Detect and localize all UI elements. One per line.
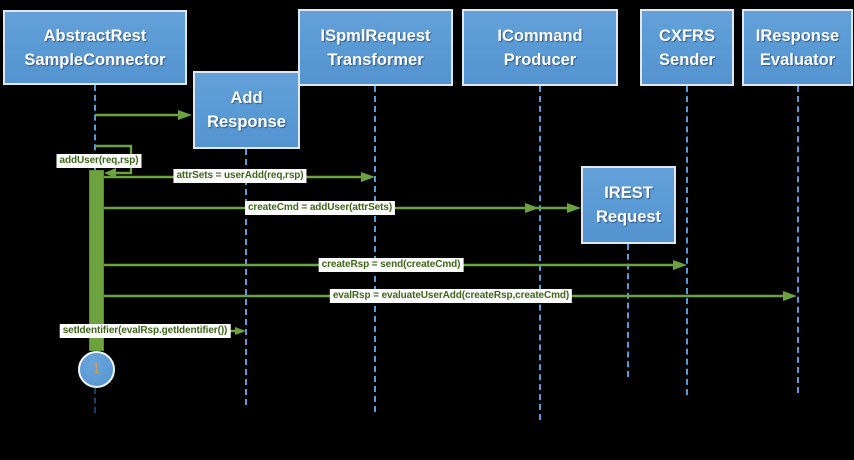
message-label-creatersp-send: createRsp = send(createCmd) — [318, 258, 464, 272]
participant-box-abstract-rest-sample-connector: AbstractRest SampleConnector — [3, 10, 187, 85]
message-label-adduser: addUser(req,rsp) — [56, 154, 142, 168]
message-label-attrsets-useradd: attrSets = userAdd(req,rsp) — [173, 169, 307, 183]
footnote-marker-circle: 1 — [78, 351, 115, 388]
lifeline-abstract-rest-tail — [94, 388, 96, 413]
participant-box-cxfrs-sender: CXFRS Sender — [640, 9, 734, 86]
lifeline-ispml-request-transformer — [374, 86, 376, 412]
lifeline-iresponse-evaluator — [797, 86, 799, 393]
message-label-createcmd-adduser: createCmd = addUser(attrSets) — [244, 201, 396, 215]
lifeline-abstract-rest-sample-connector — [94, 85, 96, 170]
participant-box-ispml-request-transformer: ISpmlRequest Transformer — [298, 9, 453, 86]
lifeline-irest-request — [627, 244, 629, 377]
object-box-irest-request: IREST Request — [581, 166, 676, 244]
message-label-evalrsp-evaluateuseradd: evalRsp = evaluateUserAdd(createRsp,crea… — [329, 289, 573, 303]
lifeline-add-response — [245, 149, 247, 405]
participant-box-iresponse-evaluator: IResponse Evaluator — [742, 9, 853, 86]
object-box-add-response: Add Response — [193, 71, 300, 149]
participant-box-icommand-producer: ICommand Producer — [462, 9, 618, 86]
message-label-setidentifier: setIdentifier(evalRsp.getIdentifier()) — [59, 324, 231, 338]
lifeline-icommand-producer — [539, 86, 541, 420]
lifeline-cxfrs-sender — [686, 86, 688, 395]
